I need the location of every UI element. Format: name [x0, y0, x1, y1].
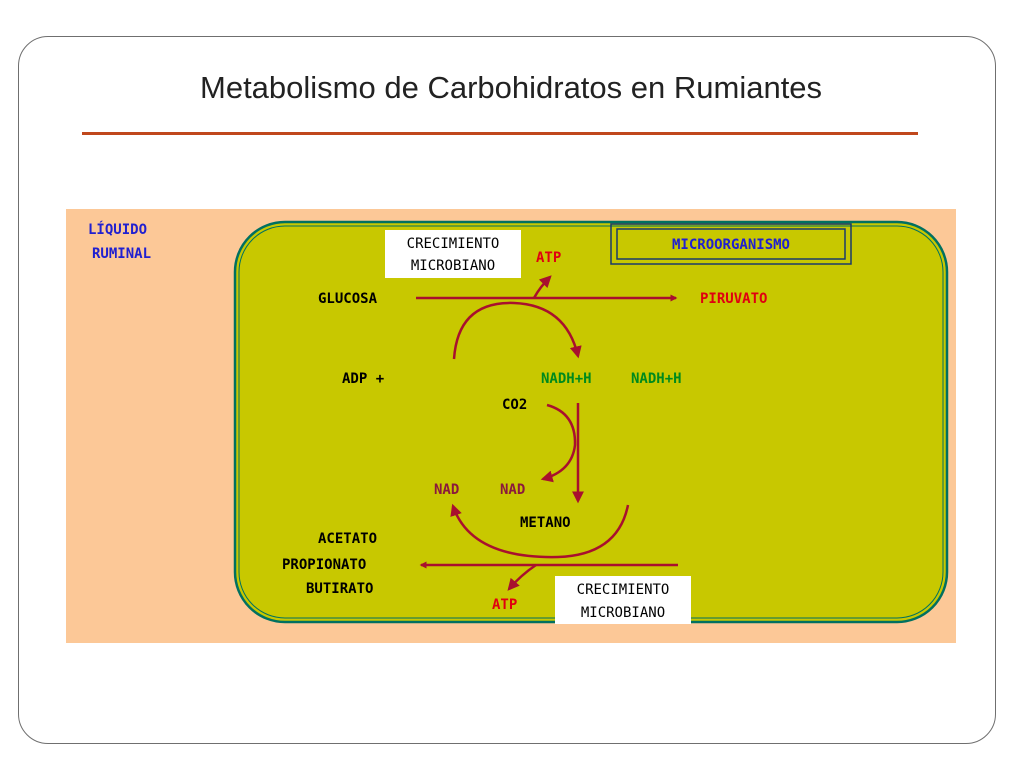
growth-top-line1: CRECIMIENTO: [407, 236, 500, 252]
nad-label-2: NAD: [500, 482, 525, 498]
metano-label: METANO: [520, 515, 571, 531]
title-divider: [82, 132, 918, 135]
adp-to-nadh-arrow: [452, 301, 582, 360]
co2-to-nad-arrow: [540, 403, 577, 483]
regeneration-to-nad-arrow: [450, 503, 630, 559]
acetato-label: ACETATO: [318, 531, 377, 547]
growth-bottom-line2: MICROBIANO: [581, 605, 665, 621]
adp-label: ADP +: [342, 371, 384, 387]
atp-top-label: ATP: [536, 250, 561, 266]
liquido-ruminal-label-line2: RUMINAL: [92, 246, 151, 262]
slide-title: Metabolismo de Carbohidratos en Rumiante…: [200, 70, 823, 105]
growth-box-top: [385, 230, 521, 278]
nadh-label-1: NADH+H: [541, 371, 592, 387]
nadh-label-2: NADH+H: [631, 371, 682, 387]
microorganismo-label: MICROORGANISMO: [672, 237, 790, 253]
glucosa-label: GLUCOSA: [318, 291, 378, 307]
atp-top-arrow: [532, 275, 552, 299]
growth-box-bottom: [555, 576, 691, 624]
growth-top-line2: MICROBIANO: [411, 258, 495, 274]
liquido-ruminal-label-line1: LÍQUIDO: [88, 221, 147, 238]
metabolism-diagram: LÍQUIDO RUMINAL MICROORGANISMO CRECIMIEN…: [66, 209, 956, 643]
nad-label-1: NAD: [434, 482, 459, 498]
co2-label: CO2: [502, 397, 527, 413]
atp-bottom-label: ATP: [492, 597, 517, 613]
butirato-label: BUTIRATO: [306, 581, 373, 597]
atp-bottom-arrow: [507, 563, 537, 591]
propionato-label: PROPIONATO: [282, 557, 366, 573]
diagram-canvas: LÍQUIDO RUMINAL MICROORGANISMO CRECIMIEN…: [88, 220, 949, 624]
growth-bottom-line1: CRECIMIENTO: [577, 582, 670, 598]
piruvato-label: PIRUVATO: [700, 291, 767, 307]
microorganismo-box-outer: [610, 223, 852, 265]
microorganismo-box-inner: [616, 228, 846, 260]
